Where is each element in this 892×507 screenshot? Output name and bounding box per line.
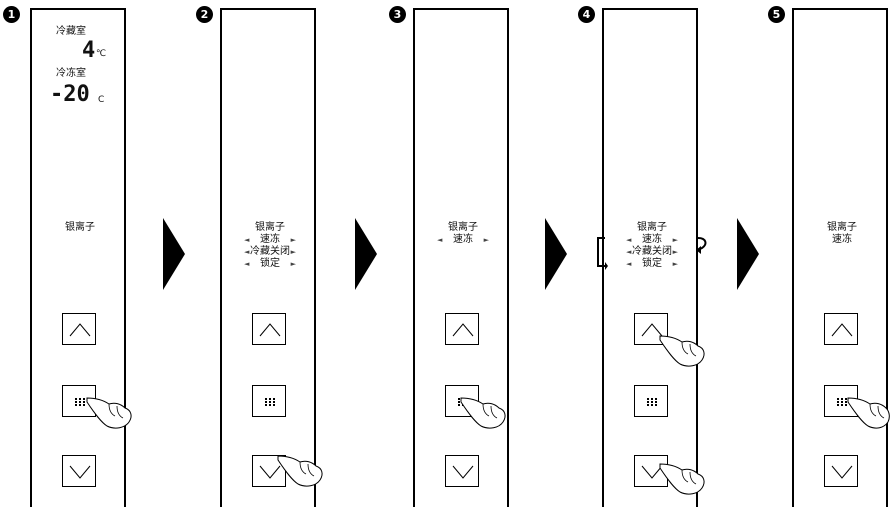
menu-item-silver-ion: 银离子 xyxy=(255,222,285,233)
menu-item-fridge-off: 冷藏关闭 xyxy=(632,246,672,257)
menu-item-quick-freeze: 速冻 xyxy=(453,234,473,245)
menu-item-silver-ion: 银离子 xyxy=(827,222,857,233)
step-1: 1 冷藏室 4 ℃ 冷冻室 -20 C 银离子 xyxy=(0,0,100,507)
chevron-down-icon xyxy=(63,456,97,488)
left-arrow-icon: ◄ xyxy=(626,258,631,270)
mode-menu-2: 银离子 ◄ 速冻 ► ◄冷藏关闭► ◄ 锁定 ► xyxy=(222,222,318,270)
down-button[interactable] xyxy=(62,455,96,487)
mode-menu-1: 银离子 xyxy=(32,222,128,234)
down-button[interactable] xyxy=(824,455,858,487)
chevron-down-icon xyxy=(446,456,480,488)
right-arrow-icon: ► xyxy=(673,246,678,258)
cycle-right-loop-icon xyxy=(696,234,710,260)
fridge-panel-5: 银离子 速冻 xyxy=(792,8,888,507)
fridge-temperature-unit: ℃ xyxy=(96,48,106,60)
right-arrow-icon: ► xyxy=(291,258,296,270)
up-button[interactable] xyxy=(62,313,96,345)
right-arrow-icon: ► xyxy=(484,234,489,246)
pointing-hand-icon xyxy=(85,392,135,432)
right-arrow-icon: ► xyxy=(673,234,678,246)
menu-button[interactable] xyxy=(252,385,286,417)
chevron-up-icon xyxy=(253,314,287,346)
menu-button[interactable] xyxy=(634,385,668,417)
menu-item-silver-ion: 银离子 xyxy=(65,222,95,233)
step-number-5: 5 xyxy=(768,6,785,23)
next-step-arrow xyxy=(355,218,377,290)
chevron-up-icon xyxy=(446,314,480,346)
step-number-3: 3 xyxy=(389,6,406,23)
step-number-2: 2 xyxy=(196,6,213,23)
step-number-4: 4 xyxy=(578,6,595,23)
fridge-panel-4: 银离子 ◄ 速冻 ► ◄冷藏关闭► ◄ 锁定 ► xyxy=(602,8,698,507)
step-3: 3 银离子 ◄速冻► xyxy=(383,0,483,507)
fridge-temperature: 4 xyxy=(82,38,95,63)
left-arrow-icon: ◄ xyxy=(626,234,631,246)
menu-item-quick-freeze: 速冻 xyxy=(832,234,852,245)
next-step-arrow xyxy=(737,218,759,290)
step-number-1: 1 xyxy=(3,6,20,23)
mode-menu-3: 银离子 ◄ 速冻 ► xyxy=(415,222,511,246)
pointing-hand-icon xyxy=(459,392,509,432)
step-5: 5 银离子 速冻 xyxy=(762,0,862,507)
menu-item-silver-ion: 银离子 xyxy=(637,222,667,233)
up-button[interactable] xyxy=(252,313,286,345)
freezer-compartment-label: 冷冻室 xyxy=(56,68,86,80)
step-2: 2 银离子 ◄速冻► ◄冷藏关闭► ◄锁定► xyxy=(190,0,290,507)
fridge-panel-1: 冷藏室 4 ℃ 冷冻室 -20 C 银离子 xyxy=(30,8,126,507)
chevron-up-icon xyxy=(63,314,97,346)
pointing-hand-icon xyxy=(658,458,708,498)
up-button[interactable] xyxy=(445,313,479,345)
right-arrow-icon: ► xyxy=(291,234,296,246)
step-4: 4 银离子 ◄速冻► ◄冷藏关闭► ◄锁定► xyxy=(572,0,672,507)
left-arrow-icon: ◄ xyxy=(437,234,442,246)
right-arrow-icon: ► xyxy=(673,258,678,270)
fridge-compartment-label: 冷藏室 xyxy=(56,26,86,38)
cycle-left-bracket-icon xyxy=(594,236,608,270)
pointing-hand-icon xyxy=(846,392,890,432)
fridge-panel-2: 银离子 ◄ 速冻 ► ◄冷藏关闭► ◄ 锁定 ► xyxy=(220,8,316,507)
freezer-temperature: -20 xyxy=(50,82,90,107)
fridge-panel-3: 银离子 ◄ 速冻 ► xyxy=(413,8,509,507)
up-button[interactable] xyxy=(824,313,858,345)
grid-dots-icon xyxy=(635,386,669,418)
left-arrow-icon: ◄ xyxy=(244,258,249,270)
right-arrow-icon: ► xyxy=(291,246,296,258)
chevron-up-icon xyxy=(825,314,859,346)
left-arrow-icon: ◄ xyxy=(244,246,249,258)
mode-menu-5: 银离子 速冻 xyxy=(794,222,890,246)
menu-item-fridge-off: 冷藏关闭 xyxy=(250,246,290,257)
left-arrow-icon: ◄ xyxy=(626,246,631,258)
chevron-down-icon xyxy=(825,456,859,488)
menu-item-lock: 锁定 xyxy=(642,258,662,269)
menu-item-silver-ion: 银离子 xyxy=(448,222,478,233)
menu-item-quick-freeze: 速冻 xyxy=(260,234,280,245)
down-button[interactable] xyxy=(445,455,479,487)
next-step-arrow xyxy=(545,218,567,290)
next-step-arrow xyxy=(163,218,185,290)
pointing-hand-icon xyxy=(658,330,708,370)
grid-dots-icon xyxy=(253,386,287,418)
menu-item-lock: 锁定 xyxy=(260,258,280,269)
pointing-hand-icon xyxy=(276,450,326,490)
left-arrow-icon: ◄ xyxy=(244,234,249,246)
freezer-temperature-unit: C xyxy=(98,94,104,106)
mode-menu-4: 银离子 ◄ 速冻 ► ◄冷藏关闭► ◄ 锁定 ► xyxy=(604,222,700,270)
menu-item-quick-freeze: 速冻 xyxy=(642,234,662,245)
